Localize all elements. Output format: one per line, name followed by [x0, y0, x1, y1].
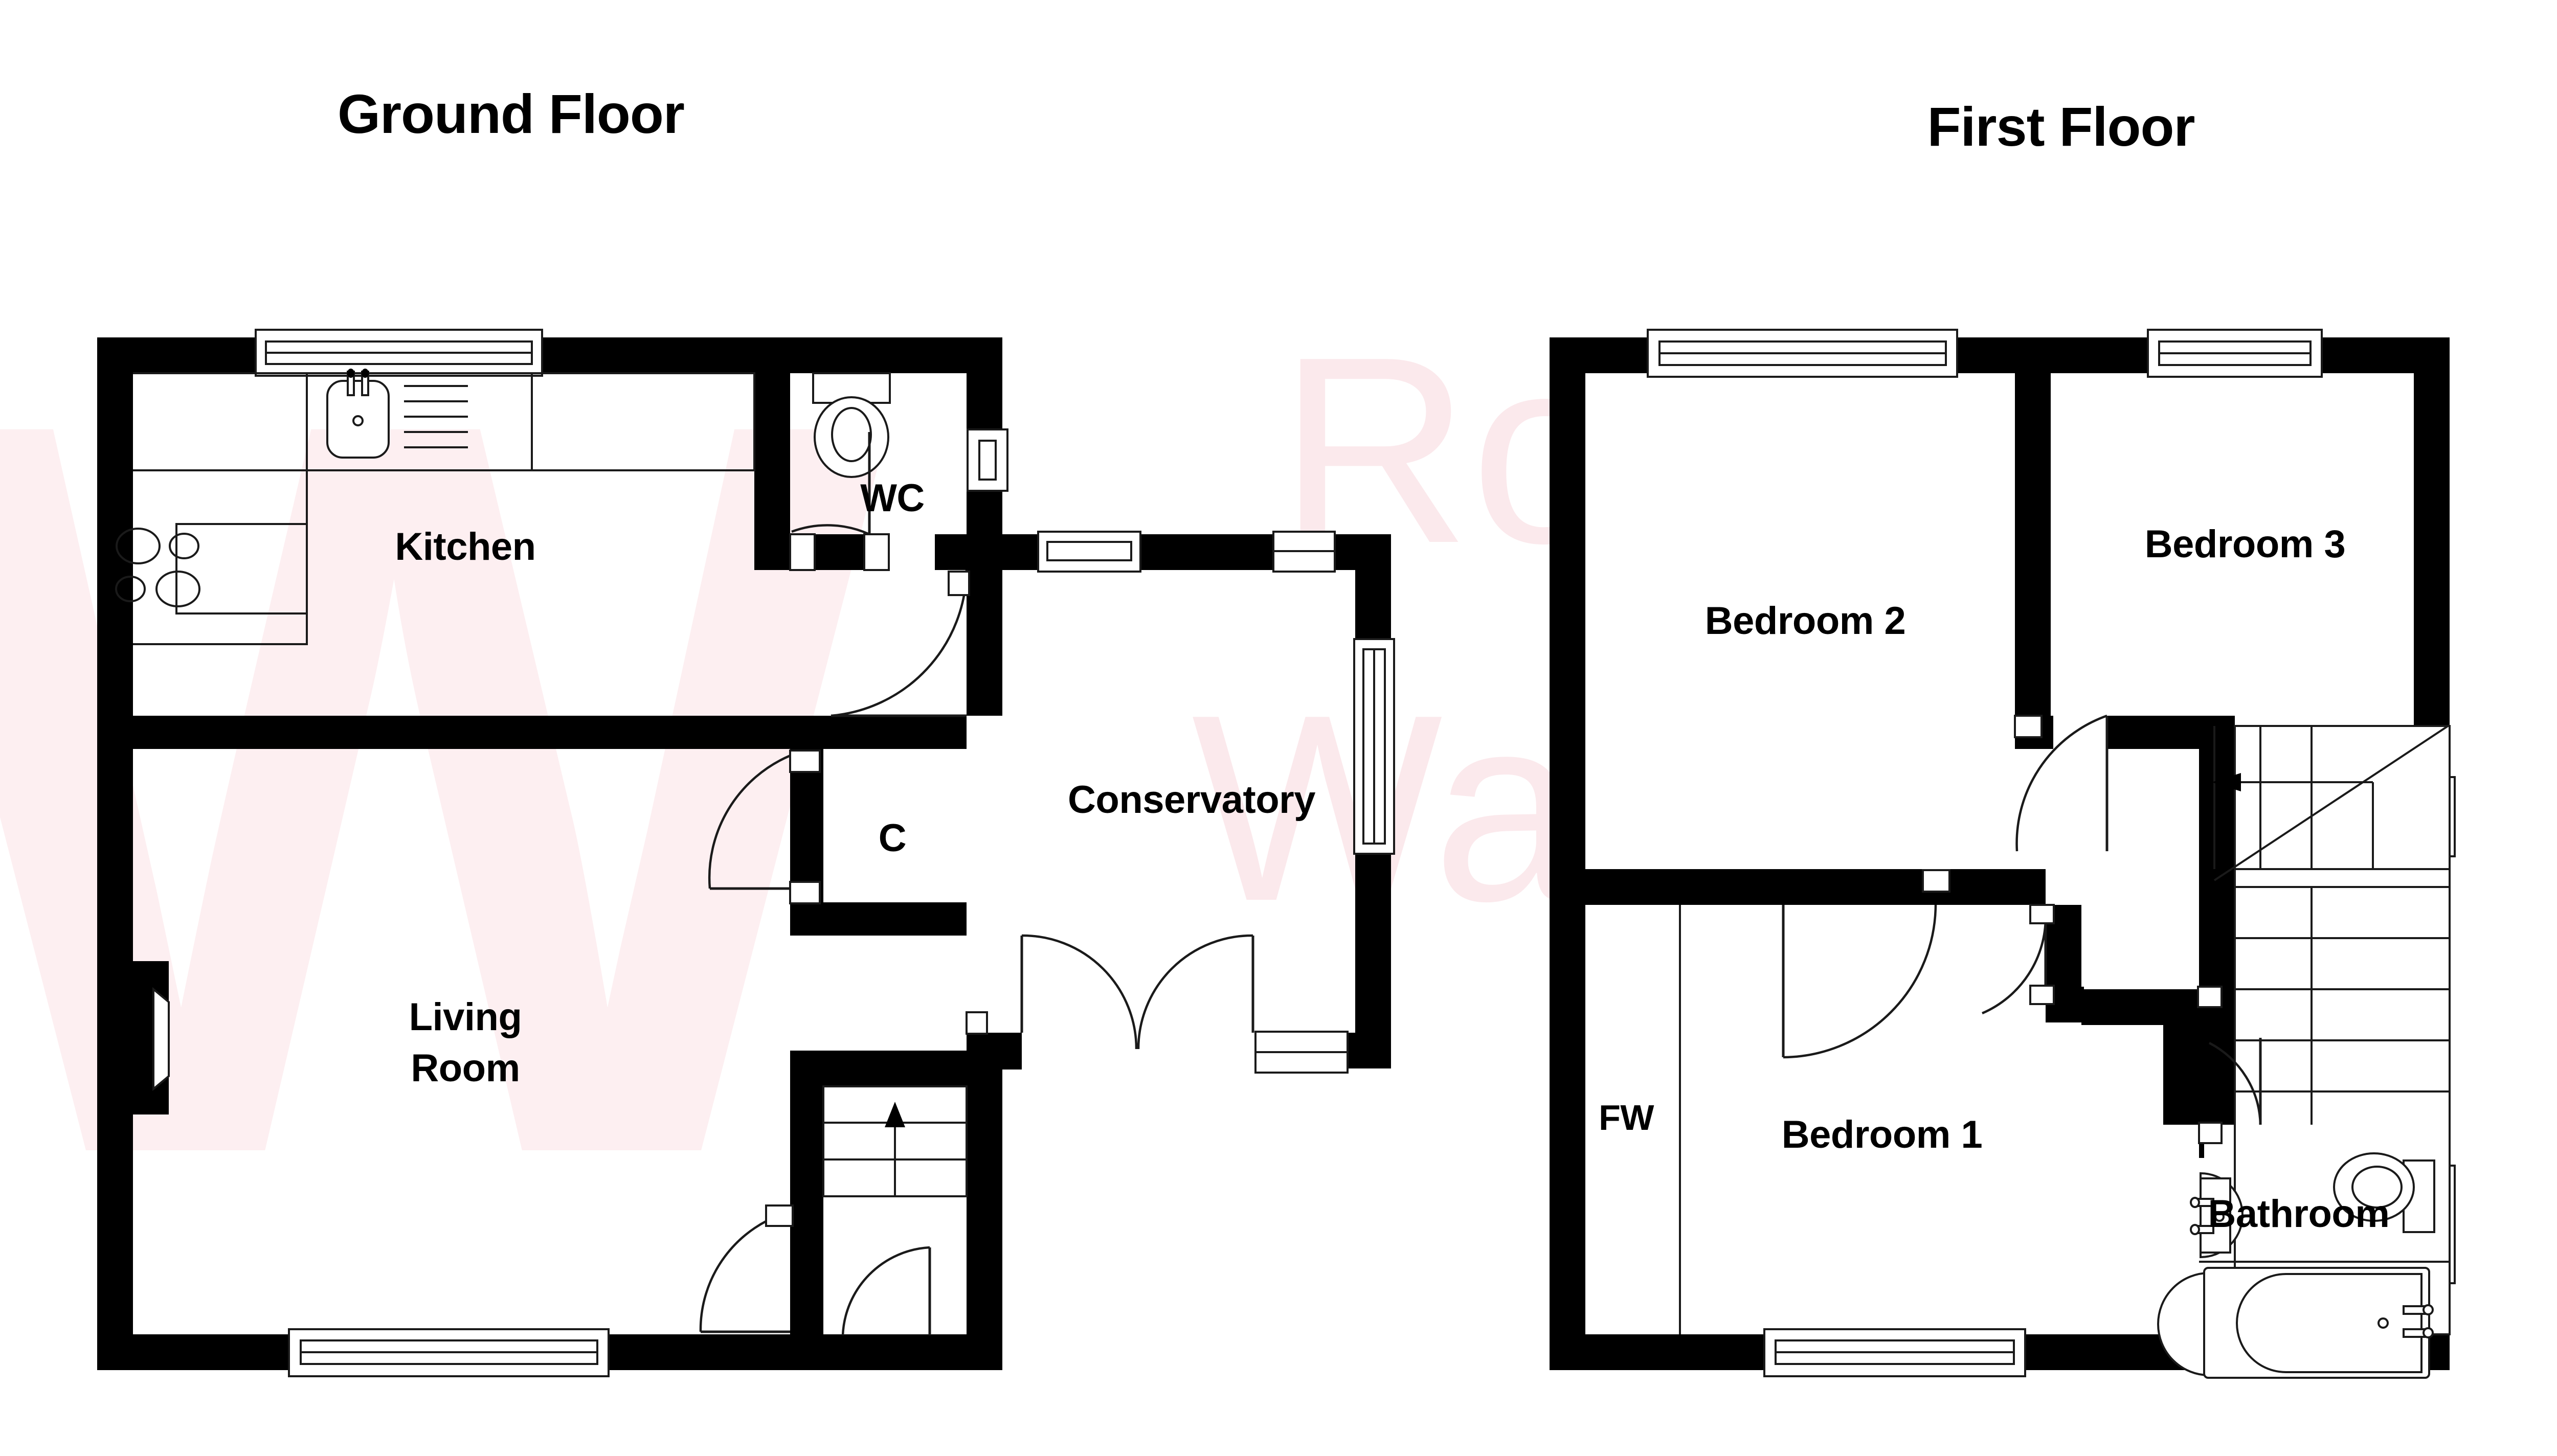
kitchen-rear-window [255, 329, 543, 377]
room-label-fitted-wardrobe: FW [1599, 1098, 1654, 1138]
room-label-living-room-line1: Living [409, 995, 522, 1039]
first-floor-title: First Floor [1927, 96, 2195, 157]
kitchen-drainer [404, 385, 468, 448]
room-label-cupboard: C [879, 816, 906, 860]
ground-floor-title: Ground Floor [338, 83, 684, 145]
front-door [699, 1204, 794, 1333]
room-label-conservatory: Conservatory [1068, 778, 1315, 822]
room-label-bedroom-1: Bedroom 1 [1782, 1113, 1982, 1156]
room-label-bathroom: Bathroom [2208, 1192, 2390, 1236]
kitchen-sink [326, 369, 390, 459]
bathroom-door [2198, 1038, 2262, 1144]
first-floor-staircase [2212, 724, 2451, 1335]
first-floor-plan [1550, 329, 2456, 1379]
living-room-front-window [288, 1328, 610, 1377]
first-floor-walls [1550, 337, 2450, 1370]
room-labels: Kitchen WC C Conservatory Living Room Be… [395, 476, 2390, 1236]
conservatory-bottom-window [1254, 1031, 1349, 1074]
kitchen-fixtures [115, 369, 755, 645]
ground-floor-windows [255, 329, 1395, 1377]
room-label-wc: WC [860, 476, 925, 520]
conservatory-french-doors [1020, 934, 1254, 1050]
first-floor-doors [1782, 714, 2262, 1144]
cupboard-door [708, 749, 821, 904]
bathroom-fixtures [2157, 1152, 2450, 1379]
bedroom-1-window [1763, 1328, 2026, 1377]
ground-floor-plan [97, 329, 1395, 1377]
watermark-letter: W [0, 202, 898, 1373]
bedroom-3-window [2147, 329, 2323, 378]
bathroom-basin [2190, 1172, 2244, 1259]
conservatory-tall-window [1353, 638, 1395, 855]
wc-fixtures [812, 372, 891, 478]
ground-floor-staircase [822, 1085, 968, 1197]
ground-floor-walls [97, 337, 1391, 1370]
room-label-living-room-line2: Room [411, 1046, 520, 1090]
room-label-bedroom-3: Bedroom 3 [2145, 522, 2345, 566]
bedroom-2-door [1782, 869, 1950, 1059]
kitchen-hob [115, 528, 200, 607]
wc-door [789, 432, 890, 571]
first-floor-windows [1647, 329, 2456, 1377]
wc-side-window [967, 428, 1008, 492]
room-label-bedroom-2: Bedroom 2 [1705, 599, 1905, 643]
bedroom-3-door [2014, 714, 2109, 852]
ground-floor-doors [699, 432, 1254, 1336]
hall-door [831, 570, 970, 717]
bedroom-1-door [1982, 904, 2055, 1015]
bathroom-bath [2157, 1267, 2434, 1379]
room-label-kitchen: Kitchen [395, 525, 535, 568]
understairs-door [841, 1246, 931, 1336]
conservatory-window-left [1037, 531, 1141, 573]
bathroom-toilet [2333, 1152, 2435, 1233]
conservatory-window-right [1272, 531, 1336, 573]
bedroom-2-window [1647, 329, 1958, 378]
